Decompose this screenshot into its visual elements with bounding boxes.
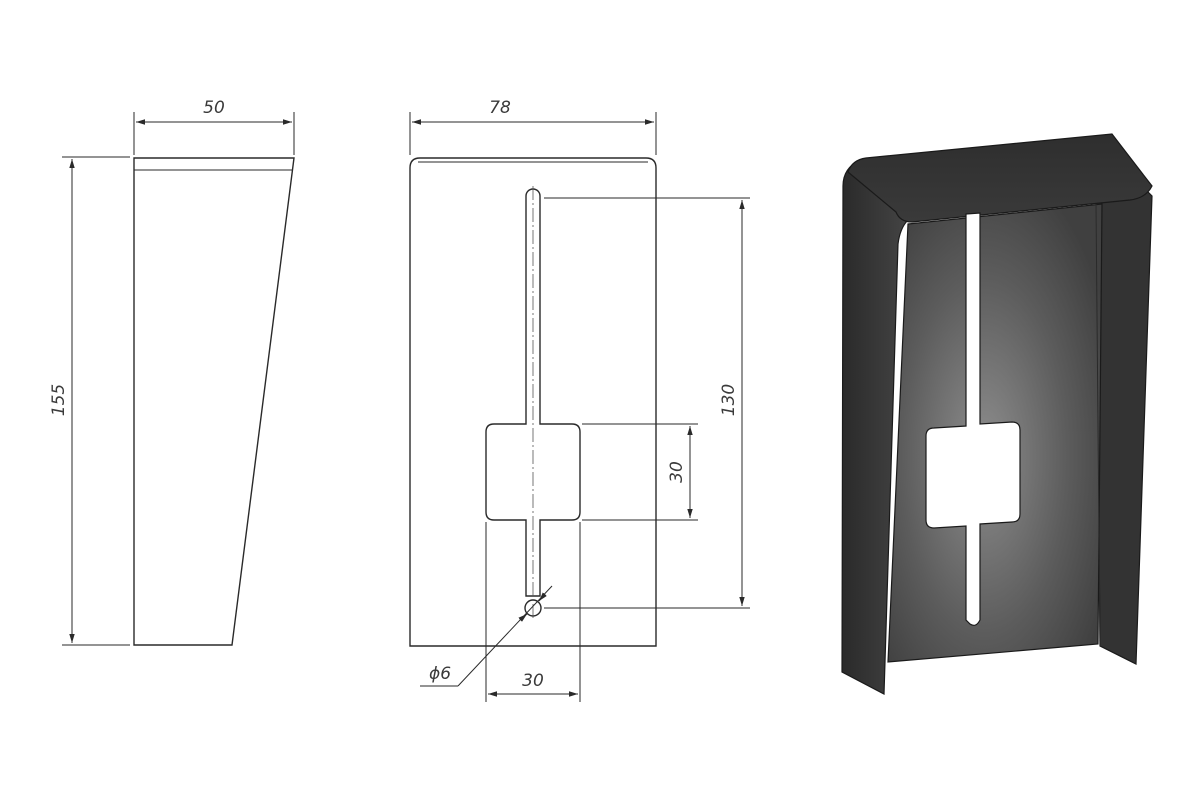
hole-leader-line [457,585,553,687]
dimension-label-slot-length: 130 [719,384,739,416]
dimension-label-width: 78 [489,98,511,118]
dimension-label-window-height: 30 [667,461,687,483]
isometric-view [841,133,1153,695]
iso-bend-line [1095,203,1101,647]
hole-leader-arrow [518,613,528,622]
iso-slot-cutout [925,212,1021,626]
slot-with-window-cutout [485,188,581,597]
iso-top-panel [847,133,1153,223]
dimension-label-window-width: 30 [522,671,544,691]
iso-right-side-panel [1095,185,1153,665]
side-view: 50 155 [49,98,295,646]
dimension-label-height: 155 [49,384,69,416]
dimension-label-hole-diameter: ϕ6 [429,664,451,684]
front-view-outline [409,157,657,647]
side-view-outline [133,157,295,646]
front-view: 78 130 30 30 ϕ6 [409,98,750,702]
dimension-label-width: 50 [203,98,225,118]
hole-leader-arrow [538,592,547,602]
